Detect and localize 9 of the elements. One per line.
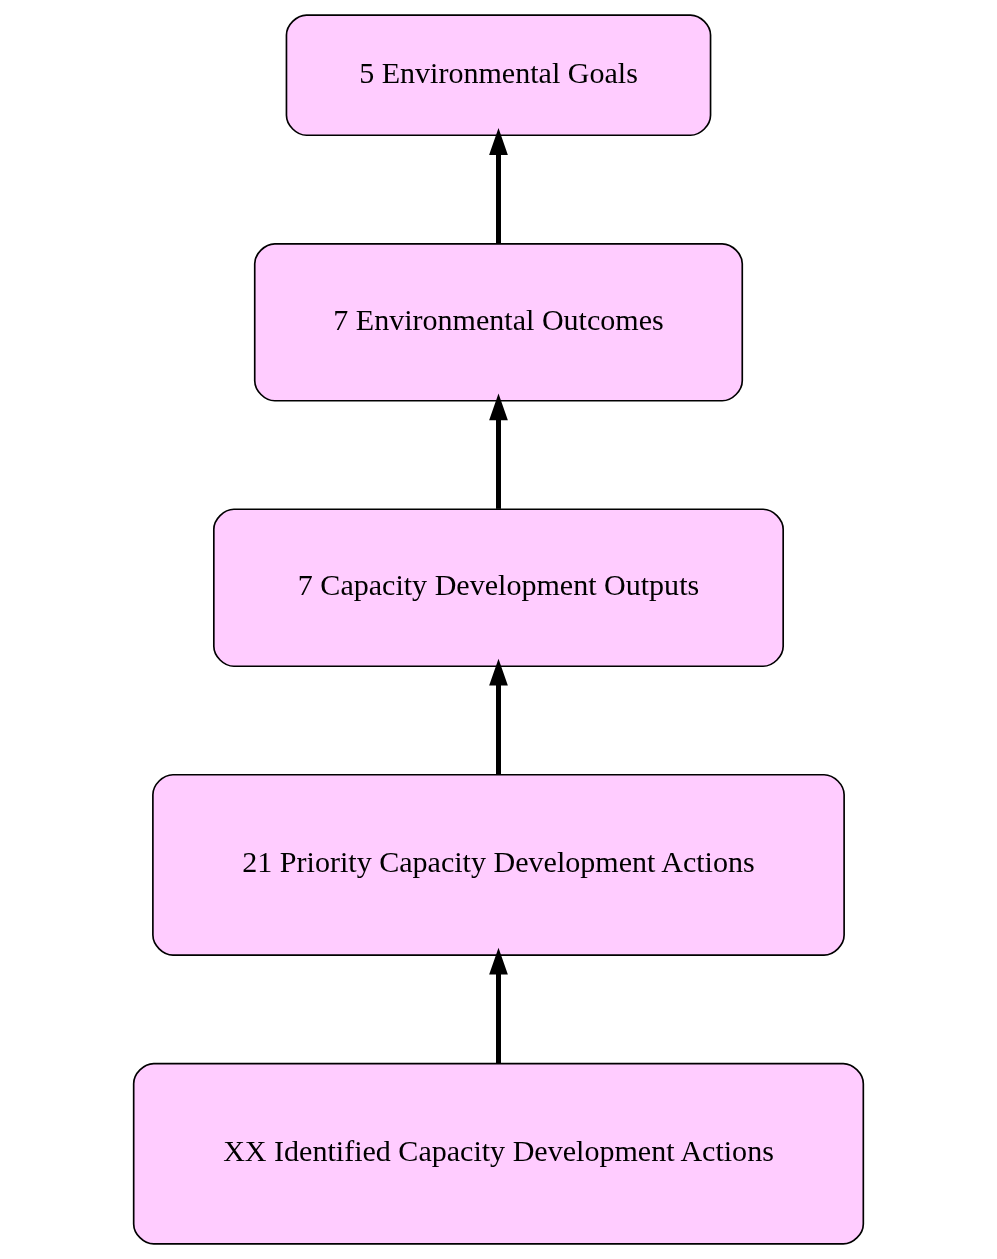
arrow (489, 658, 508, 775)
node-box: 7 Capacity Development Outputs (213, 508, 784, 668)
node-box: 7 Environmental Outcomes (253, 242, 744, 402)
arrow (489, 947, 508, 1064)
arrow (489, 393, 508, 509)
node-box: XX Identified Capacity Development Actions (132, 1062, 865, 1245)
arrow (489, 128, 508, 244)
node-box: 21 Priority Capacity Development Actions (152, 773, 845, 956)
node-box: 5 Environmental Goals (285, 14, 712, 137)
